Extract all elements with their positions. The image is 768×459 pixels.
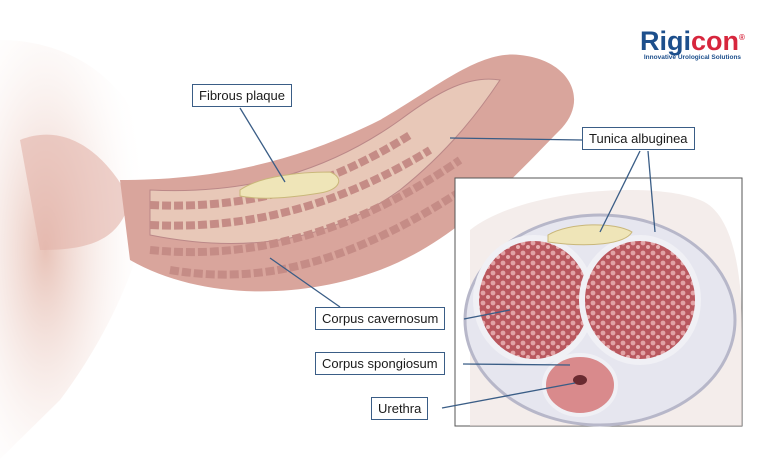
urethra-lumen xyxy=(573,375,587,385)
corpus-cavernosum-right xyxy=(579,235,701,365)
rigicon-logo: Rigicon® Innovative Urological Solutions xyxy=(640,24,745,61)
label-urethra: Urethra xyxy=(371,397,429,420)
fibrous-plaque-shape xyxy=(239,171,340,199)
logo-registered: ® xyxy=(739,33,745,42)
logo-brand-1: Rigi xyxy=(640,26,691,56)
corpus-cavernosum-left xyxy=(473,235,595,365)
label-tunica-albuginea: Tunica albuginea xyxy=(582,127,695,150)
logo-tagline: Innovative Urological Solutions xyxy=(643,54,742,61)
label-corpus-cavernosum: Corpus cavernosum xyxy=(315,307,446,330)
cross-section-plaque xyxy=(547,224,633,246)
label-corpus-spongiosum: Corpus spongiosum xyxy=(315,352,445,375)
label-fibrous-plaque: Fibrous plaque xyxy=(192,84,292,107)
logo-brand-2: con xyxy=(691,26,740,56)
